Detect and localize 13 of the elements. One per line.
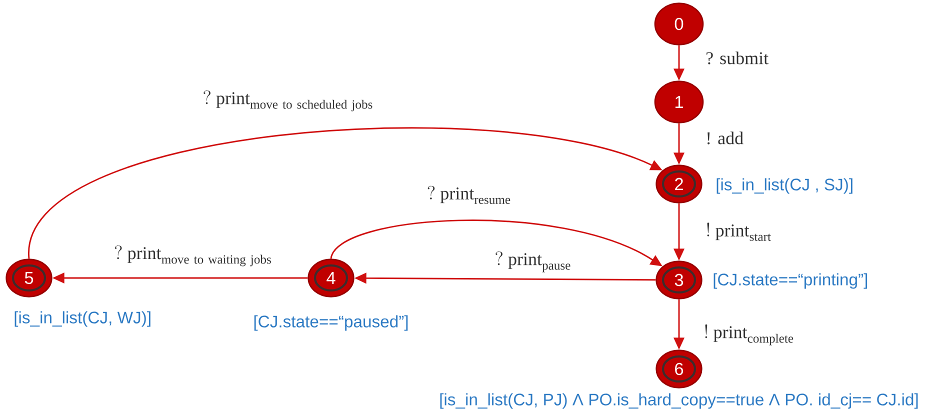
guard-condition: [CJ.state==“paused”]	[254, 315, 408, 331]
edge-label: $\mathrm{?\ print}_{\mathrm{move\ to\ scheduled\ jobs}}$	[204, 90, 372, 112]
guard-condition: [is_in_list(CJ, PJ) Λ PO.is_hard_copy==true Λ PO. id_cj== CJ.id]	[440, 393, 918, 409]
edge-label: ? submit	[706, 52, 768, 64]
edge-label: $\mathrm{!\ print}_{\mathrm{complete}}$	[705, 324, 794, 346]
edge-label: $\mathrm{?\ print}_{\mathrm{move\ to\ waiting\ jobs}}$	[115, 246, 271, 266]
guard-condition: [is_in_list(CJ, WJ)]	[14, 311, 150, 327]
edge-label: $\mathrm{!\ print}_{\mathrm{start}}$	[707, 222, 771, 241]
edge-label: $\mathrm{?\ print}_{\mathrm{resume}}$	[428, 186, 510, 204]
edge-label: ! add	[708, 132, 744, 144]
guard-condition: [CJ.state==“printing”]	[714, 273, 868, 289]
edge-label: $\mathrm{?\ print}_{\mathrm{pause}}$	[496, 252, 570, 272]
guard-condition: [is_in_list(CJ , SJ)]	[716, 178, 852, 194]
